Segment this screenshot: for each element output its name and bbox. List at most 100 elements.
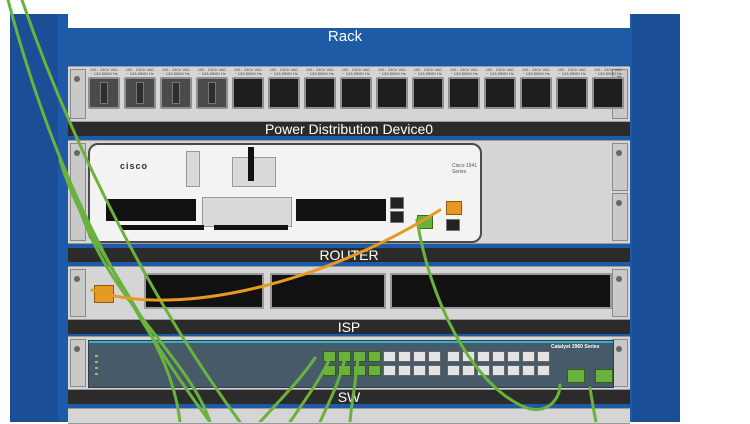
router-power-handle: [248, 147, 254, 181]
power-switch-port[interactable]: [88, 77, 120, 109]
router-ehwic-slot-1[interactable]: [106, 199, 196, 221]
switch-fa-port[interactable]: [428, 351, 441, 362]
switch-fa-port[interactable]: [338, 351, 351, 362]
router-usb-port[interactable]: [446, 219, 460, 231]
switch-fa-port[interactable]: [522, 365, 535, 376]
power-outlet[interactable]: [592, 77, 624, 109]
switch-fa-port[interactable]: [492, 365, 505, 376]
router-label: ROUTER: [68, 248, 630, 262]
switch-status-led: [95, 373, 98, 375]
router-gig0-1-port[interactable]: [417, 215, 433, 229]
router-model-text: Cisco 1941 Series: [452, 163, 478, 175]
switch-fa-port[interactable]: [507, 365, 520, 376]
outlet-label: 100 - 240V VAC ~ 12A 50/60 Hz: [305, 67, 335, 76]
power-outlet[interactable]: [340, 77, 372, 109]
switch-fa-port[interactable]: [447, 351, 460, 362]
switch-fa-port[interactable]: [522, 351, 535, 362]
switch-model-text: Catalyst 2960 Series: [551, 344, 600, 350]
switch-fa-port[interactable]: [507, 351, 520, 362]
outlet-label: 100 - 240V VAC ~ 12A 50/60 Hz: [449, 67, 479, 76]
outlet-label: 100 - 240V VAC ~ 12A 50/60 Hz: [485, 67, 515, 76]
switch-fa-port[interactable]: [398, 365, 411, 376]
power-switch-port[interactable]: [160, 77, 192, 109]
rack-ear-left: [70, 143, 86, 241]
switch-fa-port[interactable]: [323, 365, 336, 376]
switch-fa-port[interactable]: [477, 365, 490, 376]
switch-fa-port[interactable]: [353, 365, 366, 376]
power-distribution-device[interactable]: 100 - 240V VAC ~ 12A 50/60 Hz 100 - 240V…: [68, 66, 630, 122]
outlet-label: 100 - 240V VAC ~ 12A 50/60 Hz: [413, 67, 443, 76]
switch-fa-port[interactable]: [413, 351, 426, 362]
switch-fa-port[interactable]: [447, 365, 460, 376]
power-outlet[interactable]: [412, 77, 444, 109]
rack-ear-right: [612, 269, 628, 317]
switch-fa-port[interactable]: [413, 365, 426, 376]
switch-fa-port[interactable]: [353, 351, 366, 362]
switch-fa-port[interactable]: [368, 351, 381, 362]
isp-device[interactable]: [68, 266, 630, 320]
power-switch-port[interactable]: [124, 77, 156, 109]
rack-ear-right: [612, 339, 628, 387]
router-blank-plate: [202, 197, 292, 227]
router-power-switch[interactable]: [232, 157, 276, 187]
switch-fa-port[interactable]: [368, 365, 381, 376]
power-outlet[interactable]: [448, 77, 480, 109]
switch-fa-port[interactable]: [462, 365, 475, 376]
router-gig0-0-port[interactable]: [446, 201, 462, 215]
switch-device[interactable]: Catalyst 2960 Series: [68, 336, 630, 390]
rack-ear-right: [612, 143, 628, 191]
switch-fa-port[interactable]: [492, 351, 505, 362]
switch-status-led: [95, 367, 98, 369]
outlet-label: 100 - 240V VAC ~ 12A 50/60 Hz: [89, 67, 119, 76]
outlet-label: 100 - 240V VAC ~ 12A 50/60 Hz: [269, 67, 299, 76]
rack-ear-left: [70, 269, 86, 317]
switch-fa-port[interactable]: [462, 351, 475, 362]
outlet-label: 100 - 240V VAC ~ 12A 50/60 Hz: [197, 67, 227, 76]
router-device[interactable]: cisco Cisco 1941 Series: [68, 140, 630, 244]
power-outlet[interactable]: [232, 77, 264, 109]
isp-port[interactable]: [94, 285, 114, 303]
router-sd-slot: [186, 151, 200, 187]
isp-module-slot[interactable]: [144, 273, 264, 309]
isp-module-slot[interactable]: [270, 273, 386, 309]
switch-fa-port[interactable]: [383, 351, 396, 362]
power-outlet[interactable]: [376, 77, 408, 109]
outlet-label: 100 - 240V VAC ~ 12A 50/60 Hz: [341, 67, 371, 76]
rack-ear-right: [612, 193, 628, 241]
rack-top-bar: [68, 14, 630, 28]
router-cf-slot: [214, 225, 288, 230]
switch-fa-port[interactable]: [537, 365, 550, 376]
outlet-label: 100 - 240V VAC ~ 12A 50/60 Hz: [233, 67, 263, 76]
switch-gig-port[interactable]: [595, 369, 613, 383]
router-chassis[interactable]: cisco Cisco 1941 Series: [88, 143, 482, 243]
power-outlet[interactable]: [484, 77, 516, 109]
switch-chassis[interactable]: Catalyst 2960 Series: [88, 340, 614, 388]
power-outlet[interactable]: [556, 77, 588, 109]
rack-right-rail: [632, 14, 680, 422]
outlet-label: 100 - 240V VAC ~ 12A 50/60 Hz: [557, 67, 587, 76]
switch-fa-port[interactable]: [383, 365, 396, 376]
switch-fa-port[interactable]: [477, 351, 490, 362]
rack-left-rail: [10, 14, 58, 422]
switch-fa-port[interactable]: [323, 351, 336, 362]
outlet-label: 100 - 240V VAC ~ 12A 50/60 Hz: [161, 67, 191, 76]
router-aux-port[interactable]: [390, 211, 404, 223]
power-outlet[interactable]: [520, 77, 552, 109]
switch-fa-port[interactable]: [537, 351, 550, 362]
switch-gig-port[interactable]: [567, 369, 585, 383]
power-outlet[interactable]: [268, 77, 300, 109]
switch-fa-port[interactable]: [428, 365, 441, 376]
pdu-label: Power Distribution Device0: [68, 122, 630, 136]
rack-container[interactable]: Rack 100 - 240V VAC ~ 12A 50/60 Hz 100 -…: [10, 14, 680, 424]
router-cf-slot: [120, 225, 204, 230]
power-outlet[interactable]: [304, 77, 336, 109]
switch-status-led: [95, 355, 98, 357]
switch-fa-port[interactable]: [398, 351, 411, 362]
router-console-port[interactable]: [390, 197, 404, 209]
rack-ear-left: [70, 69, 86, 119]
rack-title: Rack: [327, 28, 363, 45]
isp-module-slot[interactable]: [390, 273, 612, 309]
power-switch-port[interactable]: [196, 77, 228, 109]
router-ehwic-slot-0[interactable]: [296, 199, 386, 221]
switch-fa-port[interactable]: [338, 365, 351, 376]
